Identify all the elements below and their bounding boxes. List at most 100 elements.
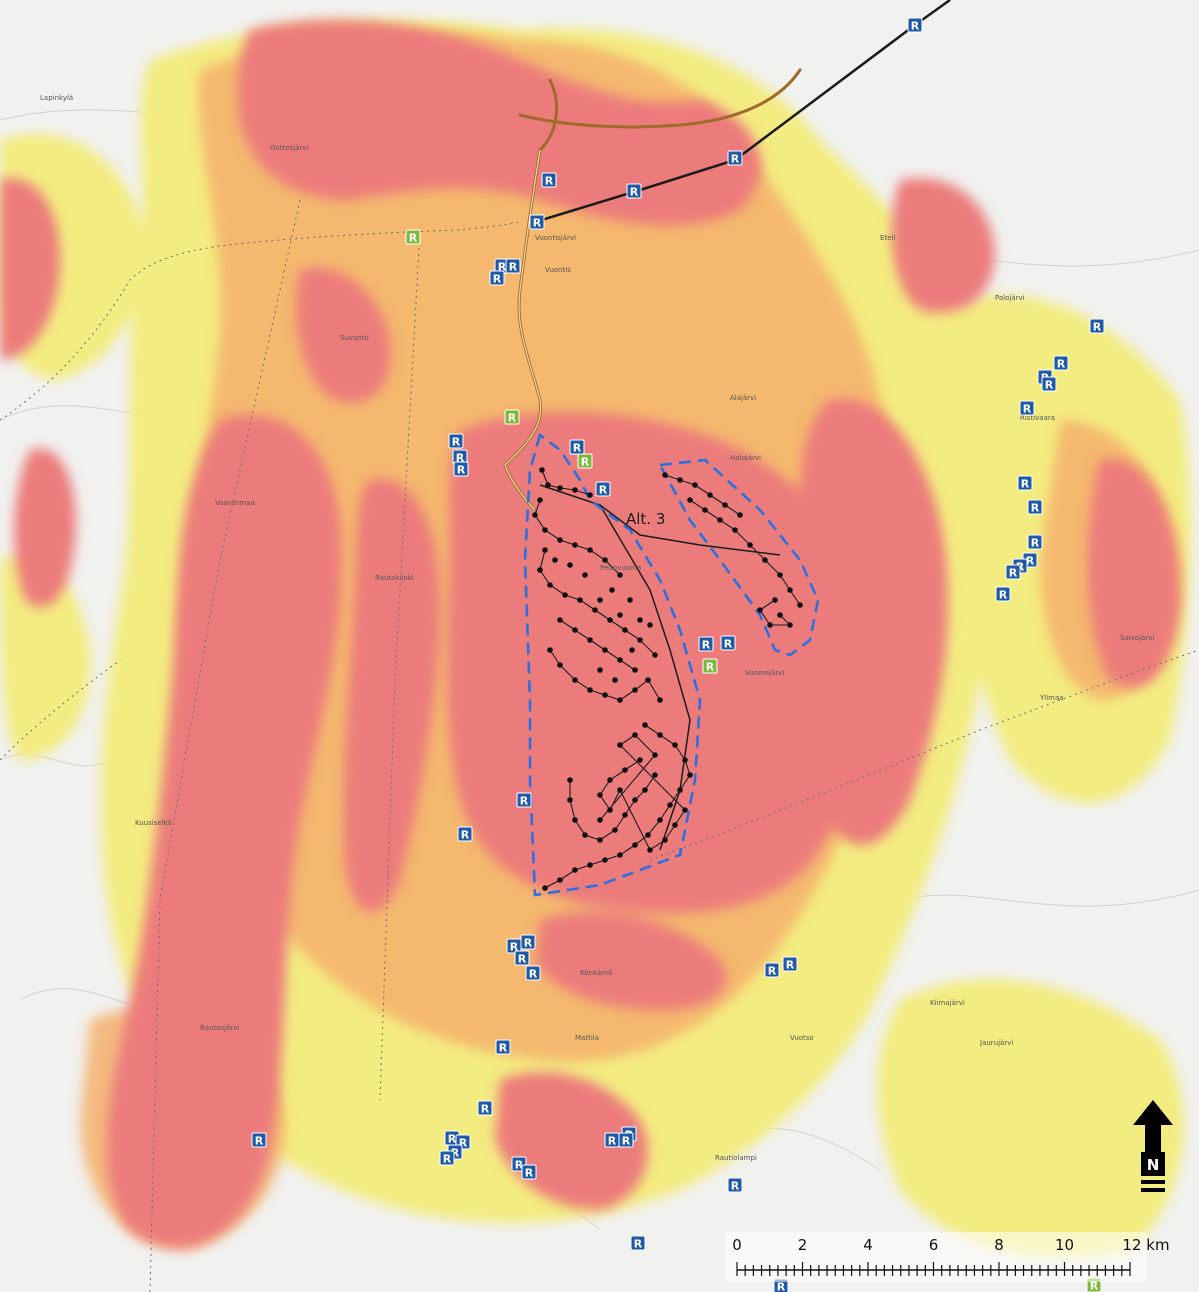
turbine-point — [737, 512, 743, 518]
reception-marker: R — [1017, 475, 1033, 491]
turbine-point — [772, 597, 778, 603]
place-label: Vuomajärvi — [745, 669, 784, 677]
svg-text:R: R — [1093, 321, 1102, 334]
svg-text:R: R — [581, 456, 590, 469]
turbine-point — [607, 777, 613, 783]
svg-text:R: R — [518, 953, 527, 966]
svg-text:R: R — [520, 795, 529, 808]
turbine-point — [702, 507, 708, 513]
turbine-point — [572, 867, 578, 873]
scale-tick-label: 4 — [863, 1236, 873, 1254]
reception-marker: R — [618, 1132, 634, 1148]
turbine-point — [652, 752, 658, 758]
svg-text:R: R — [525, 1167, 534, 1180]
turbine-point — [572, 542, 578, 548]
reception-marker: R — [1089, 318, 1105, 334]
place-label: Alajärvi — [730, 394, 756, 402]
turbine-point — [597, 597, 603, 603]
reception-marker: R — [520, 934, 536, 950]
turbine-point — [542, 547, 548, 553]
project-area-east — [657, 458, 820, 657]
reception-marker: R — [630, 1235, 646, 1251]
turbine-point — [632, 687, 638, 693]
turbine-point — [597, 817, 603, 823]
turbine-point — [557, 662, 563, 668]
turbine-point — [647, 622, 653, 628]
turbine-point — [645, 677, 651, 683]
turbine-point — [652, 652, 658, 658]
scale-tick-label: 8 — [994, 1236, 1004, 1254]
route-label: Alt. 3 — [626, 510, 665, 528]
scale-tick-label: 12 km — [1122, 1236, 1169, 1254]
turbine-point — [682, 807, 688, 813]
reception-marker: R — [995, 586, 1011, 602]
turbine-point — [572, 677, 578, 683]
reception-marker: R — [698, 636, 714, 652]
place-label: Vuontis — [545, 266, 571, 274]
turbine-point — [587, 862, 593, 868]
svg-text:R: R — [731, 1180, 740, 1193]
scale-tick-label: 10 — [1055, 1236, 1074, 1254]
turbine-point — [667, 802, 673, 808]
turbine-point — [687, 772, 693, 778]
place-labels: GottesjärviVuontisjärviVuontisEteliRauta… — [40, 94, 1154, 1162]
turbine-point — [762, 557, 768, 563]
turbine-point — [707, 492, 713, 498]
svg-text:R: R — [999, 589, 1008, 602]
svg-text:R: R — [630, 186, 639, 199]
north-arrow: N — [1133, 1100, 1173, 1192]
turbine-point — [672, 822, 678, 828]
turbine-point — [682, 757, 688, 763]
turbine-point — [587, 492, 593, 498]
north-arrow-icon — [1133, 1100, 1173, 1152]
svg-text:R: R — [493, 273, 502, 286]
reception-marker: R — [577, 453, 593, 469]
turbine-point — [617, 572, 623, 578]
turbine-point — [607, 807, 613, 813]
turbine-point — [602, 647, 608, 653]
place-label: Vuontisjärvi — [535, 234, 576, 242]
turbine-point — [617, 787, 623, 793]
reception-marker: R — [439, 1150, 455, 1166]
turbine-point — [645, 832, 651, 838]
reception-marker: R — [514, 950, 530, 966]
reception-marker: R — [626, 183, 642, 199]
place-label: Suvanto — [340, 334, 369, 342]
reception-marker: R — [1053, 355, 1069, 371]
turbine-point — [732, 527, 738, 533]
turbine-point — [787, 622, 793, 628]
svg-text:R: R — [1009, 567, 1018, 580]
turbine-point — [637, 617, 643, 623]
turbine-point — [622, 627, 628, 633]
turbine-point — [557, 617, 563, 623]
reception-marker: R — [1027, 534, 1043, 550]
turbine-point — [597, 792, 603, 798]
turbine-point — [657, 732, 663, 738]
reception-marker: R — [505, 258, 521, 274]
turbine-point — [632, 842, 638, 848]
svg-text:R: R — [499, 1042, 508, 1055]
svg-text:R: R — [724, 638, 733, 651]
turbine-point — [587, 687, 593, 693]
reception-marker: R — [457, 826, 473, 842]
turbine-point — [582, 832, 588, 838]
reception-marker: R — [529, 214, 545, 230]
turbine-point — [617, 742, 623, 748]
place-label: Lapinkylä — [40, 94, 73, 102]
turbine-point — [572, 627, 578, 633]
reception-marker: R — [907, 17, 923, 33]
reception-marker: R — [525, 965, 541, 981]
svg-text:R: R — [443, 1153, 452, 1166]
reception-marker: R — [702, 658, 718, 674]
place-label: Rautiolampi — [715, 1154, 757, 1162]
reception-marker: R — [448, 433, 464, 449]
turbine-point — [572, 817, 578, 823]
svg-text:R: R — [509, 261, 518, 274]
turbine-point — [687, 497, 693, 503]
svg-text:R: R — [451, 1147, 460, 1160]
turbine-point — [567, 797, 573, 803]
reception-marker: R — [727, 1177, 743, 1193]
turbine-point — [652, 772, 658, 778]
reception-marker: R — [489, 270, 505, 286]
